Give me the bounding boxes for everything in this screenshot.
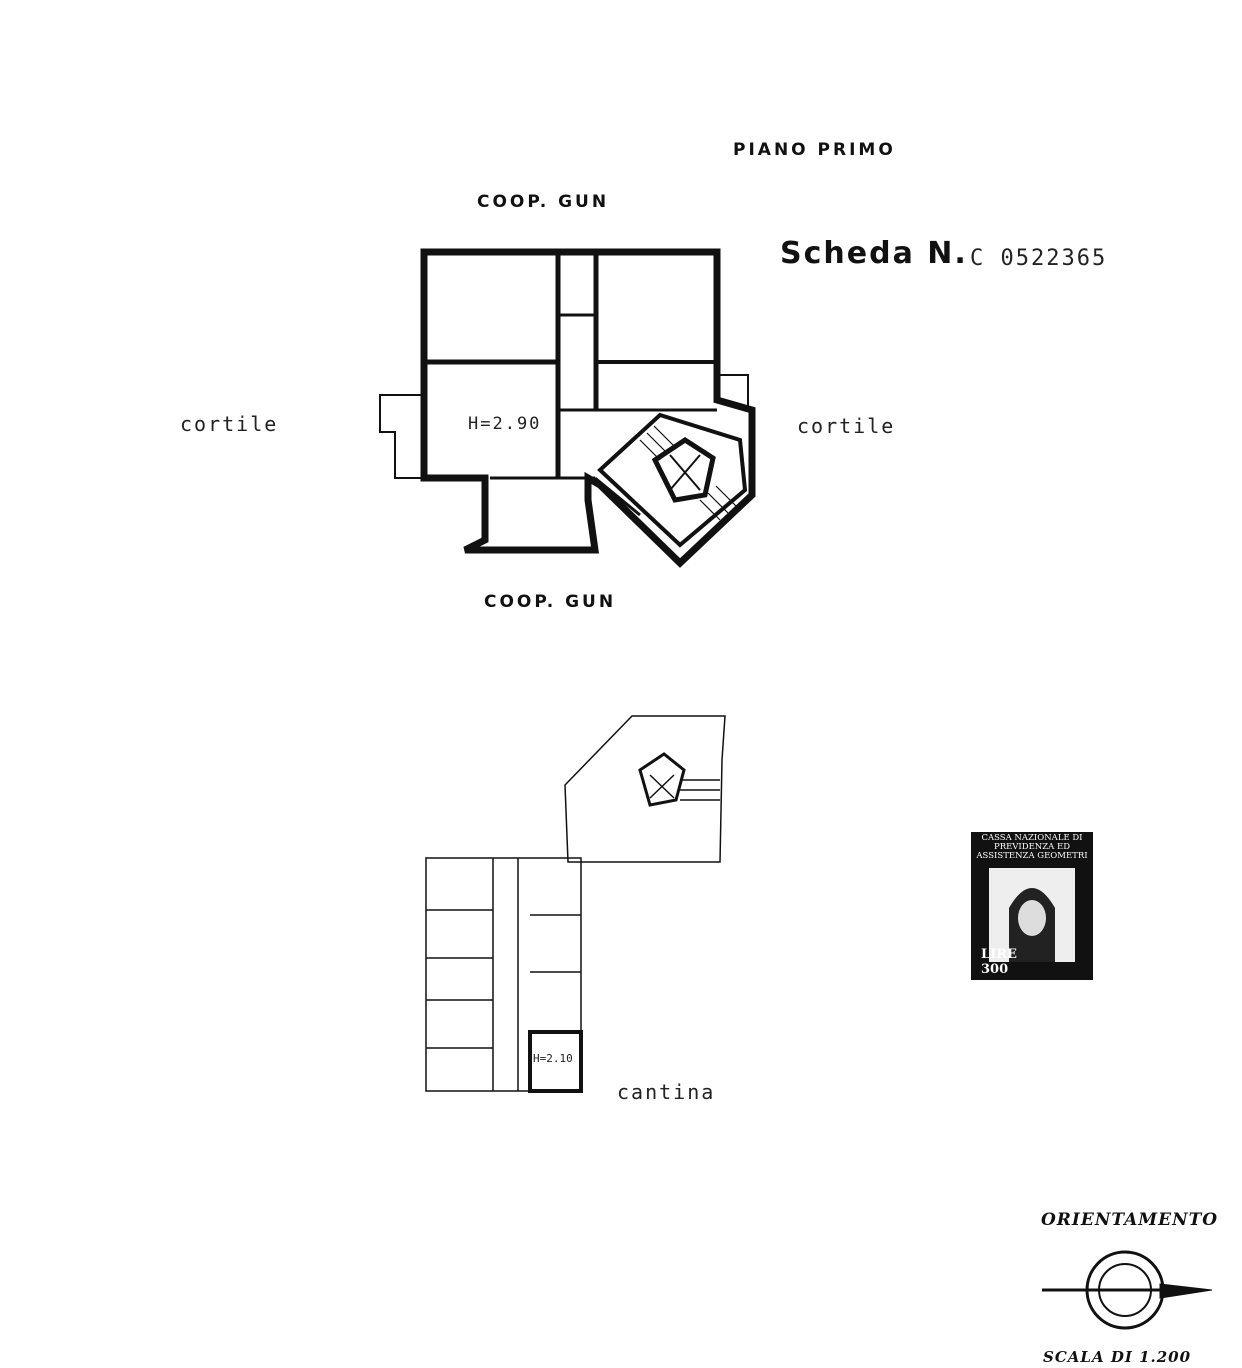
courtyard-left-label: cortile — [180, 412, 279, 436]
card-number: C 0522365 — [970, 246, 1108, 271]
neighbor-bottom-label: COOP. GUN — [484, 592, 617, 612]
cellar-label: cantina — [617, 1080, 716, 1104]
revenue-stamp: CASSA NAZIONALE DI PREVIDENZA ED ASSISTE… — [971, 832, 1093, 980]
scale-label: SCALA DI 1.200 — [1043, 1348, 1192, 1366]
lower-height-label: H=2.10 — [533, 1052, 573, 1065]
upper-height-label: H=2.90 — [468, 414, 542, 434]
floor-title: PIANO PRIMO — [733, 140, 896, 160]
stamp-price: LIRE 300 — [981, 947, 1017, 977]
neighbor-top-label: COOP. GUN — [477, 192, 610, 212]
lower-floor-plan — [425, 715, 726, 1093]
upper-floor-plan — [379, 248, 756, 568]
stamp-heading: CASSA NAZIONALE DI PREVIDENZA ED ASSISTE… — [976, 833, 1088, 861]
compass-rose-icon — [1042, 1250, 1213, 1330]
courtyard-right-label: cortile — [797, 414, 896, 438]
portrait-icon — [989, 868, 1075, 962]
card-label: Scheda N. — [780, 236, 968, 271]
orientation-label: ORIENTAMENTO — [1041, 1210, 1219, 1230]
